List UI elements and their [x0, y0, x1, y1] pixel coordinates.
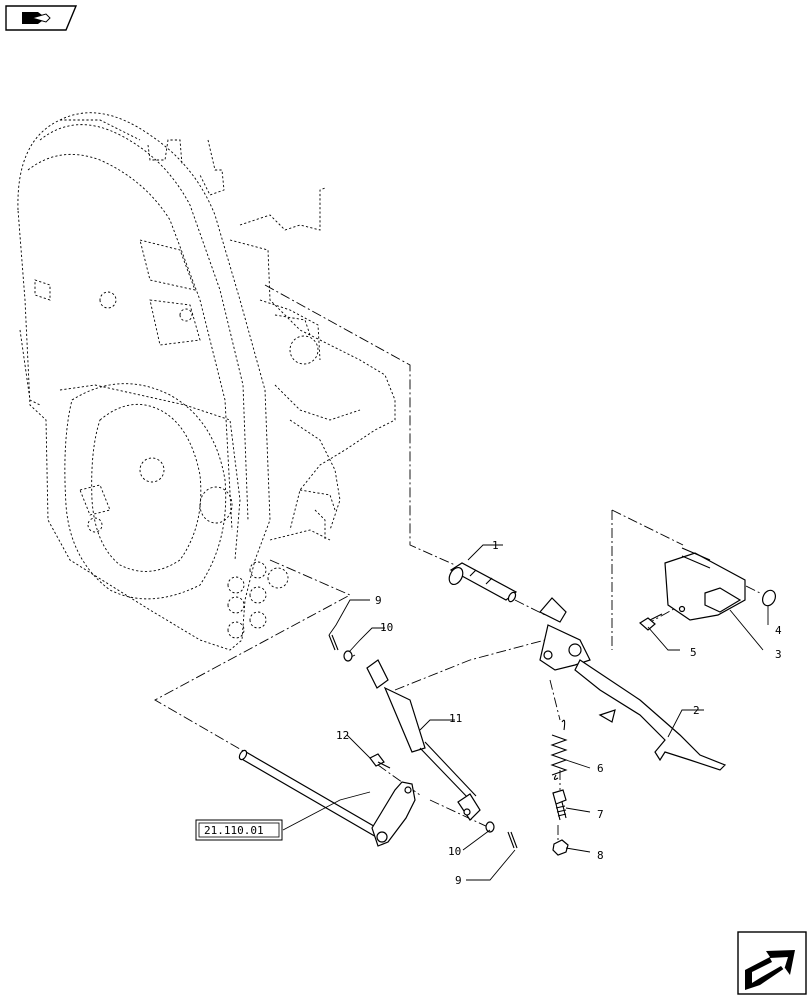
screw-part — [552, 789, 567, 821]
callout-9b: 9 — [455, 874, 462, 887]
callout-6: 6 — [597, 762, 604, 775]
callout-8: 8 — [597, 849, 604, 862]
bolt-part — [638, 613, 663, 631]
pivot-pin-part — [448, 562, 518, 603]
callout-7: 7 — [597, 808, 604, 821]
alignment-lines — [154, 284, 761, 840]
callout-leaders — [282, 544, 769, 881]
pedal-bracket-part — [664, 547, 746, 621]
next-page-arrow-icon[interactable] — [737, 931, 807, 995]
reference-box[interactable]: 21.110.01 — [195, 819, 283, 841]
callout-4: 4 — [775, 624, 782, 637]
callout-9: 9 — [375, 594, 382, 607]
circlip-part — [761, 589, 777, 607]
cross-shaft-part — [238, 749, 416, 847]
nut-part — [552, 839, 569, 856]
adjustable-rod-part — [366, 659, 481, 821]
callout-5: 5 — [690, 646, 697, 659]
small-bolt-part — [369, 753, 391, 769]
return-spring-part — [550, 719, 568, 781]
book-navigation-icon[interactable] — [5, 5, 78, 31]
callout-11: 11 — [449, 712, 462, 725]
split-pin-part — [328, 634, 518, 849]
washer-part — [343, 650, 495, 833]
callout-2: 2 — [693, 704, 700, 717]
callout-labels: 1 2 3 4 5 6 7 8 9 10 11 12 10 9 — [336, 539, 782, 887]
callout-10b: 10 — [448, 845, 461, 858]
transmission-housing — [17, 112, 396, 651]
callout-3: 3 — [775, 648, 782, 661]
callout-12: 12 — [336, 729, 349, 742]
clutch-pedal-part — [539, 597, 727, 771]
reference-label: 21.110.01 — [204, 824, 264, 837]
callout-1: 1 — [492, 539, 499, 552]
callout-10: 10 — [380, 621, 393, 634]
